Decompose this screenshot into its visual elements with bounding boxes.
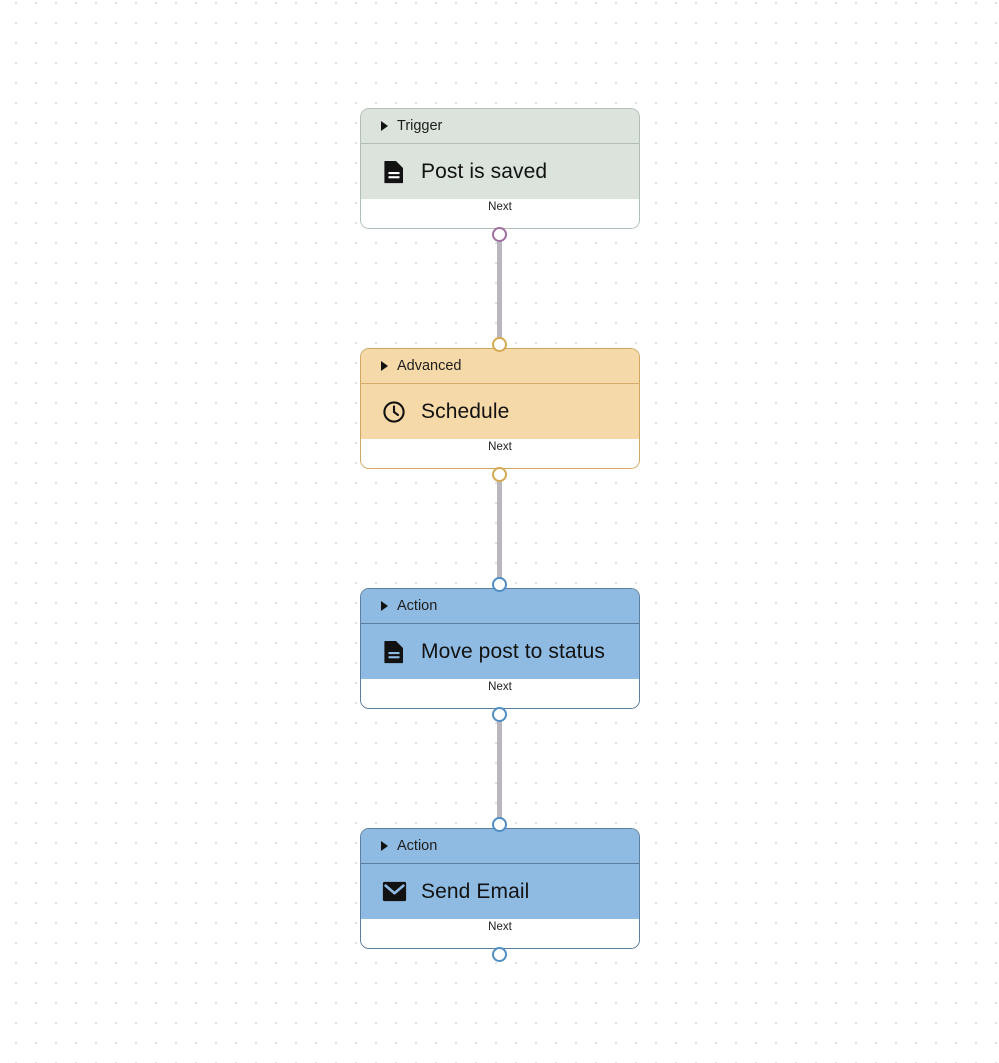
edge-trigger-to-advanced[interactable] [497,232,502,347]
node-footer-trigger[interactable]: Next [361,199,639,228]
node-next-label: Next [488,201,512,213]
node-body-action-send-email[interactable]: Send Email [361,864,639,919]
node-body-advanced[interactable]: Schedule [361,384,639,439]
node-footer-advanced[interactable]: Next [361,439,639,468]
node-title: Post is saved [421,160,548,183]
node-body-trigger[interactable]: Post is saved [361,144,639,199]
node-category-label: Action [397,837,438,854]
document-icon [381,639,407,665]
workflow-node-action-send-email[interactable]: Action Send Email Next [360,828,640,949]
input-port-advanced[interactable] [492,337,507,352]
envelope-icon [381,879,407,905]
node-footer-action-move[interactable]: Next [361,679,639,708]
node-title: Move post to status [421,640,605,663]
node-footer-action-send-email[interactable]: Next [361,919,639,948]
node-category-label: Advanced [397,357,462,374]
node-title: Send Email [421,880,530,903]
edge-advanced-to-action-move[interactable] [497,472,502,587]
node-category-label: Action [397,597,438,614]
output-port-action-move[interactable] [492,707,507,722]
document-icon [381,159,407,185]
workflow-node-action-move[interactable]: Action Move post to status Next [360,588,640,709]
disclosure-triangle-icon[interactable] [381,361,388,371]
disclosure-triangle-icon[interactable] [381,601,388,611]
output-port-trigger[interactable] [492,227,507,242]
output-port-advanced[interactable] [492,467,507,482]
disclosure-triangle-icon[interactable] [381,841,388,851]
node-next-label: Next [488,921,512,933]
node-header-action-move[interactable]: Action [361,589,639,624]
input-port-action-move[interactable] [492,577,507,592]
node-next-label: Next [488,681,512,693]
workflow-node-trigger[interactable]: Trigger Post is saved Next [360,108,640,229]
clock-icon [381,399,407,425]
node-header-trigger[interactable]: Trigger [361,109,639,144]
node-category-label: Trigger [397,117,443,134]
output-port-action-send-email[interactable] [492,947,507,962]
node-next-label: Next [488,441,512,453]
edge-action-move-to-send-email[interactable] [497,712,502,827]
disclosure-triangle-icon[interactable] [381,121,388,131]
input-port-action-send-email[interactable] [492,817,507,832]
node-body-action-move[interactable]: Move post to status [361,624,639,679]
node-title: Schedule [421,400,510,423]
workflow-node-advanced[interactable]: Advanced Schedule Next [360,348,640,469]
node-header-action-send-email[interactable]: Action [361,829,639,864]
node-header-advanced[interactable]: Advanced [361,349,639,384]
